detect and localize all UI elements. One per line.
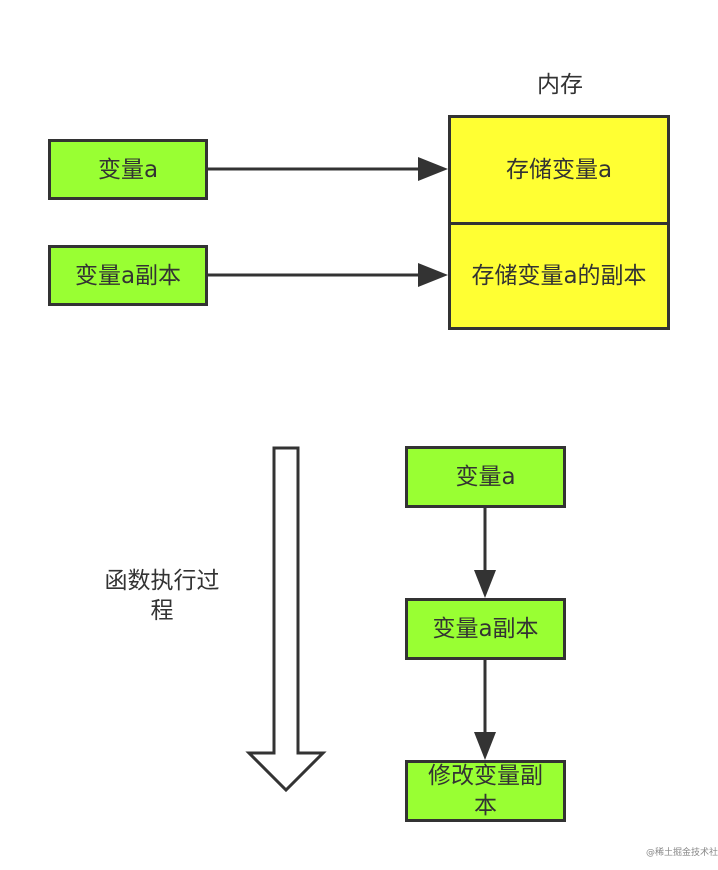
memory-title: 内存 — [537, 72, 583, 98]
arrow-var-a-head — [418, 157, 448, 181]
step-var-a-box: 变量a — [405, 446, 566, 508]
process-down-arrow — [245, 446, 327, 793]
step-var-a-label: 变量a — [455, 464, 516, 490]
var-a-copy-label: 变量a副本 — [74, 262, 182, 289]
var-a-copy-box: 变量a副本 — [48, 245, 208, 306]
arrow-var-a-copy-head — [418, 263, 448, 287]
store-var-a-copy-label: 存储变量a的副本 — [471, 263, 647, 289]
step-var-a-copy-label: 变量a副本 — [432, 616, 539, 642]
flow-arrow-1-head — [474, 570, 496, 598]
step-modify-copy-box: 修改变量副本 — [405, 760, 566, 822]
process-label: 函数执行过程 — [104, 568, 220, 624]
store-var-a-label: 存储变量a — [505, 157, 613, 183]
step-var-a-copy-box: 变量a副本 — [405, 598, 566, 660]
var-a-box: 变量a — [48, 139, 208, 200]
var-a-label: 变量a — [97, 156, 159, 183]
flow-arrow-2-head — [474, 732, 496, 760]
watermark: @稀土掘金技术社区 — [646, 848, 718, 858]
step-modify-copy-label: 修改变量副本 — [428, 763, 543, 819]
memory-store-var-a-copy: 存储变量a的副本 — [448, 222, 670, 330]
